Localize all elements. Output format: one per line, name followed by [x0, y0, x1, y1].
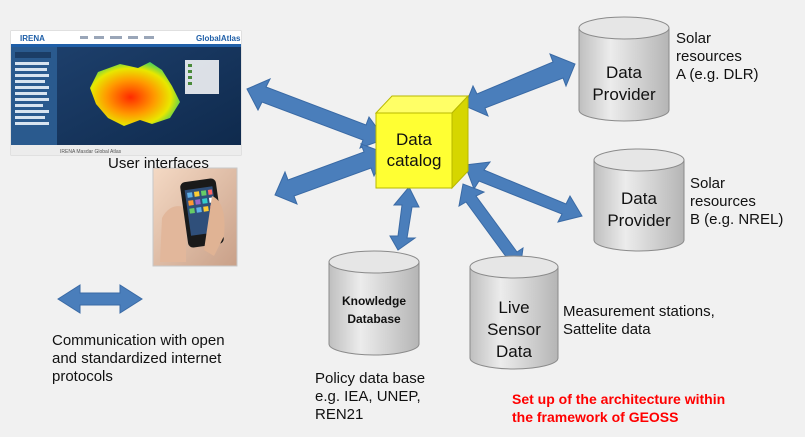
data-provider-a-cylinder [578, 16, 670, 122]
provider-a-description: Solar resources A (e.g. DLR) [676, 30, 759, 83]
australia-heatmap [90, 62, 180, 126]
knowledge-database-cylinder [328, 250, 420, 356]
arrow-ui-catalog [246, 77, 386, 149]
data-catalog-cube [374, 94, 470, 190]
geoss-footnote: Set up of the architecture within the fr… [512, 391, 726, 425]
live-sensor-label-line3: Data [496, 342, 532, 361]
user-interfaces-label: User interfaces [108, 155, 209, 172]
provider-b-label-line1: Data [621, 189, 657, 208]
provider-b-description: Solar resources B (e.g. NREL) [690, 175, 784, 228]
legend-arrow [57, 284, 143, 314]
arrow-catalog-provider-b [464, 161, 583, 223]
knowledge-db-description: Policy data base e.g. IEA, UNEP, REN21 [315, 370, 426, 423]
legend-description: Communication with open and standardized… [52, 332, 225, 385]
data-catalog-label-line1: Data [396, 130, 432, 149]
knowledge-db-label-line1: Knowledge [342, 294, 406, 308]
provider-b-label-line2: Provider [607, 211, 671, 230]
arrow-catalog-knowledge [389, 186, 420, 251]
live-sensor-data-cylinder [469, 255, 559, 370]
knowledge-db-label-line2: Database [347, 312, 401, 326]
screenshot-globalatlas-logo: GlobalAtlas [196, 34, 241, 43]
data-provider-b-cylinder [593, 148, 685, 252]
provider-a-label-line1: Data [606, 63, 642, 82]
data-catalog-label-line2: catalog [387, 151, 442, 170]
live-sensor-description: Measurement stations, Sattelite data [563, 303, 715, 338]
smartphone-photo [152, 167, 238, 267]
live-sensor-label-line2: Sensor [487, 320, 541, 339]
user-interface-screenshot: IRENA GlobalAtlas IRENA Masdar Global At… [10, 30, 242, 156]
provider-a-label-line2: Provider [592, 85, 656, 104]
screenshot-irena-logo: IRENA [20, 34, 45, 43]
live-sensor-label-line1: Live [498, 298, 529, 317]
arrow-catalog-provider-a [464, 53, 576, 117]
arrow-phone-catalog [274, 143, 386, 205]
screenshot-footer-logos: IRENA Masdar Global Atlas [60, 149, 122, 155]
